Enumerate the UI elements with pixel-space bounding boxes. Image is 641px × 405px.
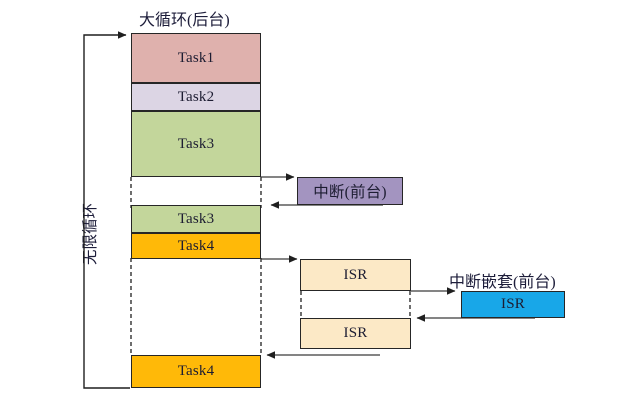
- task3-first-label: Task3: [177, 135, 215, 152]
- task3-second-label: Task3: [177, 210, 215, 227]
- figure-caption: [235, 396, 565, 405]
- interrupt-block: 中断(前台): [297, 177, 403, 205]
- task3-block-first: Task3: [131, 111, 261, 177]
- dashed-guides-interrupt: [130, 177, 262, 208]
- isr-top-label: ISR: [343, 266, 368, 283]
- task1-block: Task1: [131, 33, 261, 83]
- main-loop-title: 大循环(后台): [139, 12, 230, 29]
- task4-second-label: Task4: [177, 363, 215, 379]
- isr-block-nested: ISR: [461, 291, 565, 318]
- task2-label: Task2: [177, 88, 215, 105]
- task2-block: Task2: [131, 83, 261, 111]
- isr-bottom-label: ISR: [343, 325, 368, 341]
- infinite-loop-bracket: [83, 31, 130, 389]
- task4-block-second: Task4: [131, 355, 261, 388]
- interrupt-label: 中断(前台): [313, 184, 387, 201]
- task3-block-second: Task3: [131, 205, 261, 233]
- nested-interrupt-title: 中断嵌套(前台): [449, 274, 556, 291]
- task4-block-first: Task4: [131, 233, 261, 259]
- isr-block-top: ISR: [300, 259, 411, 291]
- isr-nested-label: ISR: [501, 296, 525, 312]
- isr-block-bottom: ISR: [300, 318, 411, 349]
- task4-first-label: Task4: [177, 237, 215, 254]
- dashed-guides-task4: [130, 258, 262, 356]
- task1-label: Task1: [177, 49, 215, 66]
